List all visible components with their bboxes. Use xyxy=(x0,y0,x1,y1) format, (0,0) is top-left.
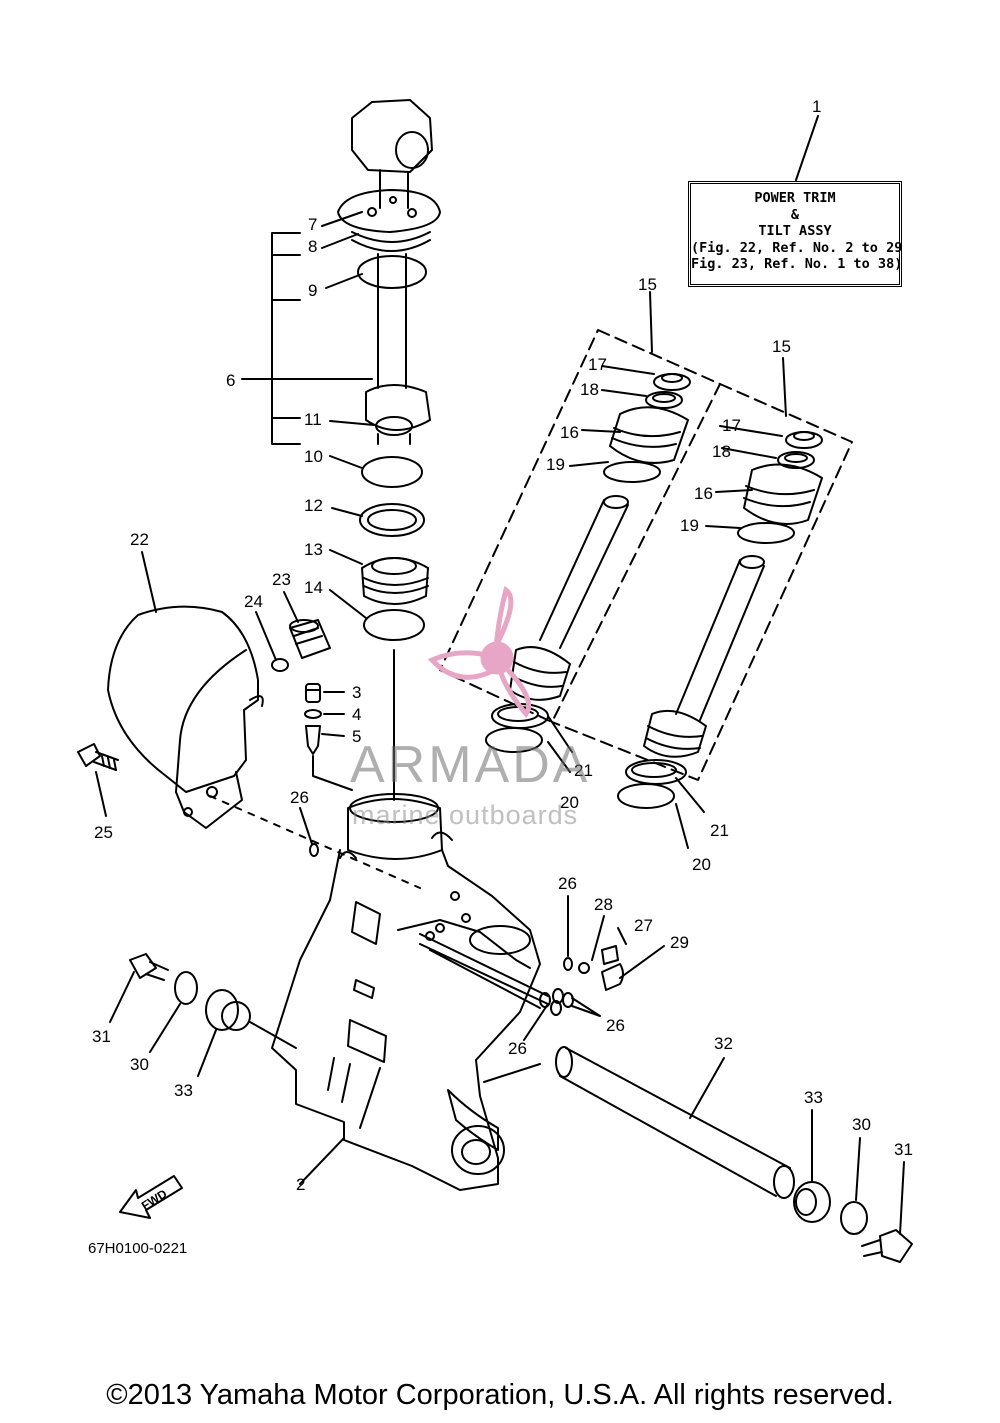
callout-30a: 30 xyxy=(130,1055,149,1074)
assy-reference-box: POWER TRIM & TILT ASSY (Fig. 22, Ref. No… xyxy=(688,181,902,287)
callout-labels: 1 2 3 4 5 6 7 8 9 10 11 12 13 14 15 15 1… xyxy=(92,97,913,1213)
callout-3: 3 xyxy=(352,683,361,702)
shaft-32 xyxy=(555,1046,795,1199)
callout-29: 29 xyxy=(670,933,689,952)
callout-31b: 31 xyxy=(894,1140,913,1159)
washer-30-right xyxy=(840,1201,868,1235)
o-ring-10 xyxy=(361,456,423,488)
callout-31a: 31 xyxy=(92,1027,111,1046)
callout-6: 6 xyxy=(226,371,235,390)
bolt-31-left xyxy=(129,953,169,981)
callout-18a: 18 xyxy=(580,380,599,399)
callout-12: 12 xyxy=(304,496,323,515)
callout-26c: 26 xyxy=(606,1016,625,1035)
bolt-25 xyxy=(77,743,119,771)
bracket-6 xyxy=(271,232,301,445)
callout-22: 22 xyxy=(130,530,149,549)
o-ring-24 xyxy=(271,658,289,672)
callout-26a: 26 xyxy=(290,788,309,807)
trim-tilt-housing xyxy=(271,793,541,1191)
callout-19b: 19 xyxy=(680,516,699,535)
o-ring-4 xyxy=(304,709,322,719)
assy-title-line3: TILT ASSY xyxy=(758,223,832,239)
assy-ref-line5: Fig. 23, Ref. No. 1 to 38) xyxy=(691,256,903,272)
assy-title-line1: POWER TRIM xyxy=(754,190,836,206)
callout-16b: 16 xyxy=(694,484,713,503)
piston-13 xyxy=(361,557,429,605)
callout-33b: 33 xyxy=(804,1088,823,1107)
down-relief-assy-b xyxy=(617,431,823,809)
callout-21a: 21 xyxy=(574,761,593,780)
plug-3 xyxy=(305,683,321,703)
o-ring-9 xyxy=(357,255,427,289)
kit-box-15b xyxy=(551,383,853,781)
bolt-31-right xyxy=(861,1229,913,1263)
copyright-notice: ©2013 Yamaha Motor Corporation, U.S.A. A… xyxy=(106,1379,894,1411)
callout-14: 14 xyxy=(304,578,323,597)
watermark-tagline: marine outboards xyxy=(352,800,579,830)
callout-23: 23 xyxy=(272,570,291,589)
callout-24: 24 xyxy=(244,592,263,611)
callout-21b: 21 xyxy=(710,821,729,840)
motor-22 xyxy=(107,605,264,829)
callout-15b: 15 xyxy=(772,337,791,356)
callout-25: 25 xyxy=(94,823,113,842)
callout-11: 11 xyxy=(304,410,322,429)
callout-16a: 16 xyxy=(560,423,579,442)
watermark-logo xyxy=(427,585,532,719)
gear-23 xyxy=(289,619,331,659)
callout-8: 8 xyxy=(308,237,317,256)
callout-30b: 30 xyxy=(852,1115,871,1134)
callout-5: 5 xyxy=(352,727,361,746)
down-relief-assy-a xyxy=(485,373,691,753)
callout-28: 28 xyxy=(594,895,613,914)
callout-13: 13 xyxy=(304,540,323,559)
callout-10: 10 xyxy=(304,447,323,466)
callout-1: 1 xyxy=(812,97,821,116)
callout-26d: 26 xyxy=(508,1039,527,1058)
callout-32: 32 xyxy=(714,1034,733,1053)
kit-box-15a xyxy=(439,329,721,723)
callout-17a: 17 xyxy=(588,355,607,374)
o-ring-14 xyxy=(363,609,425,641)
tilt-rod-assembly xyxy=(337,99,441,445)
callout-27: 27 xyxy=(634,916,653,935)
bushing-33-right xyxy=(793,1181,831,1223)
bushing-33-left xyxy=(205,989,251,1031)
callout-20b: 20 xyxy=(692,855,711,874)
callout-2: 2 xyxy=(296,1175,305,1194)
ring-12 xyxy=(359,503,425,537)
assy-ref-line4: (Fig. 22, Ref. No. 2 to 29 xyxy=(691,239,903,256)
pin-27 xyxy=(601,945,619,965)
ball-28 xyxy=(578,962,590,974)
valve-5 xyxy=(305,725,321,755)
callout-7: 7 xyxy=(308,215,317,234)
washer-30-left xyxy=(174,971,198,1005)
callout-33a: 33 xyxy=(174,1081,193,1100)
assy-title-line2: & xyxy=(790,206,800,223)
callout-19a: 19 xyxy=(546,455,565,474)
callout-15a: 15 xyxy=(638,275,657,294)
fwd-label: FWD xyxy=(139,1186,170,1213)
callout-26b: 26 xyxy=(558,874,577,893)
callout-9: 9 xyxy=(308,281,317,300)
callout-4: 4 xyxy=(352,705,361,724)
callout-17b: 17 xyxy=(722,416,741,435)
diagram-code: 67H0100-0221 xyxy=(88,1240,188,1257)
callout-20a: 20 xyxy=(560,793,579,812)
watermark-brand: ARMADA xyxy=(350,736,591,794)
fwd-arrow xyxy=(119,1175,183,1219)
callout-18b: 18 xyxy=(712,442,731,461)
